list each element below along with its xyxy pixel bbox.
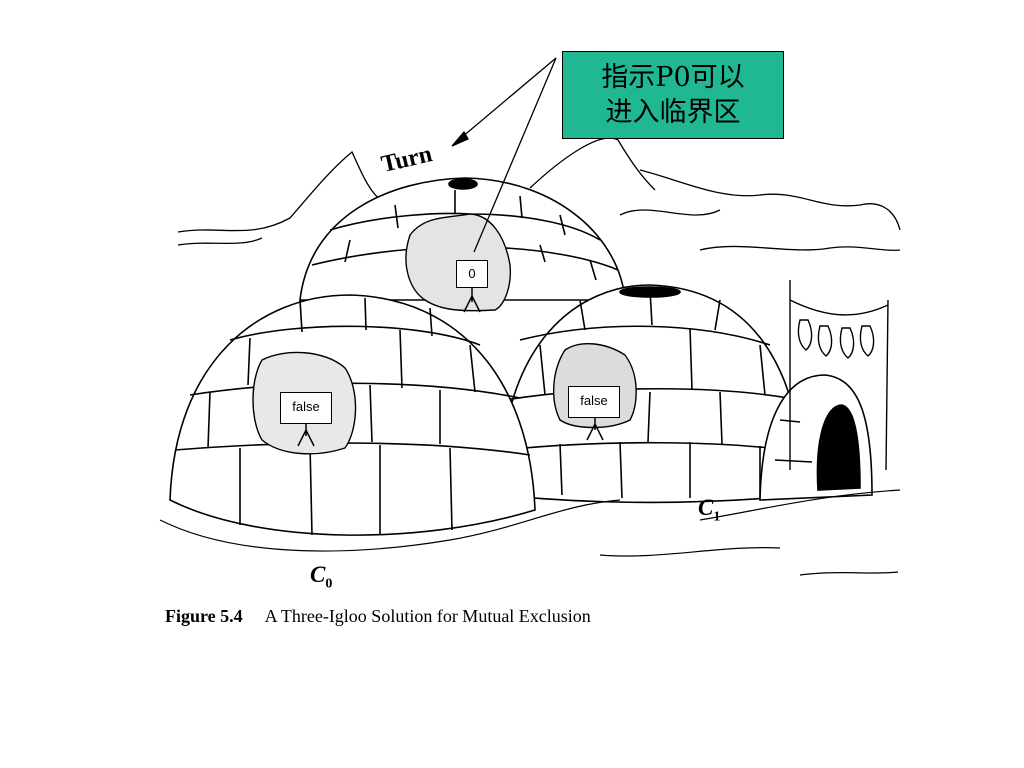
- c1-flag: false: [568, 386, 620, 418]
- fish-rack: [789, 280, 889, 471]
- right-igloo: [499, 284, 806, 504]
- c1-letter: C: [698, 495, 714, 520]
- figure-caption: Figure 5.4 A Three-Igloo Solution for Mut…: [165, 606, 591, 627]
- callout-line-1: 指示P0可以: [601, 62, 745, 93]
- c0-flag: false: [280, 392, 332, 424]
- c0-label: C0: [310, 562, 332, 593]
- background-mountains: [177, 137, 901, 251]
- c1-label: C1: [698, 495, 720, 526]
- c0-subscript: 0: [325, 576, 333, 592]
- c1-subscript: 1: [713, 509, 721, 525]
- annotation-callout: 指示P0可以 进入临界区: [562, 51, 784, 139]
- figure-number: Figure 5.4: [165, 606, 243, 626]
- callout-line-2: 进入临界区: [605, 97, 741, 128]
- callout-pointer: [451, 57, 557, 253]
- flag-posts: [297, 288, 604, 447]
- turn-value-flag: 0: [456, 260, 488, 288]
- c0-letter: C: [310, 562, 326, 587]
- figure-title: A Three-Igloo Solution for Mutual Exclus…: [264, 606, 591, 626]
- igloo-tunnel: [759, 374, 873, 501]
- snow-ground: [159, 489, 901, 576]
